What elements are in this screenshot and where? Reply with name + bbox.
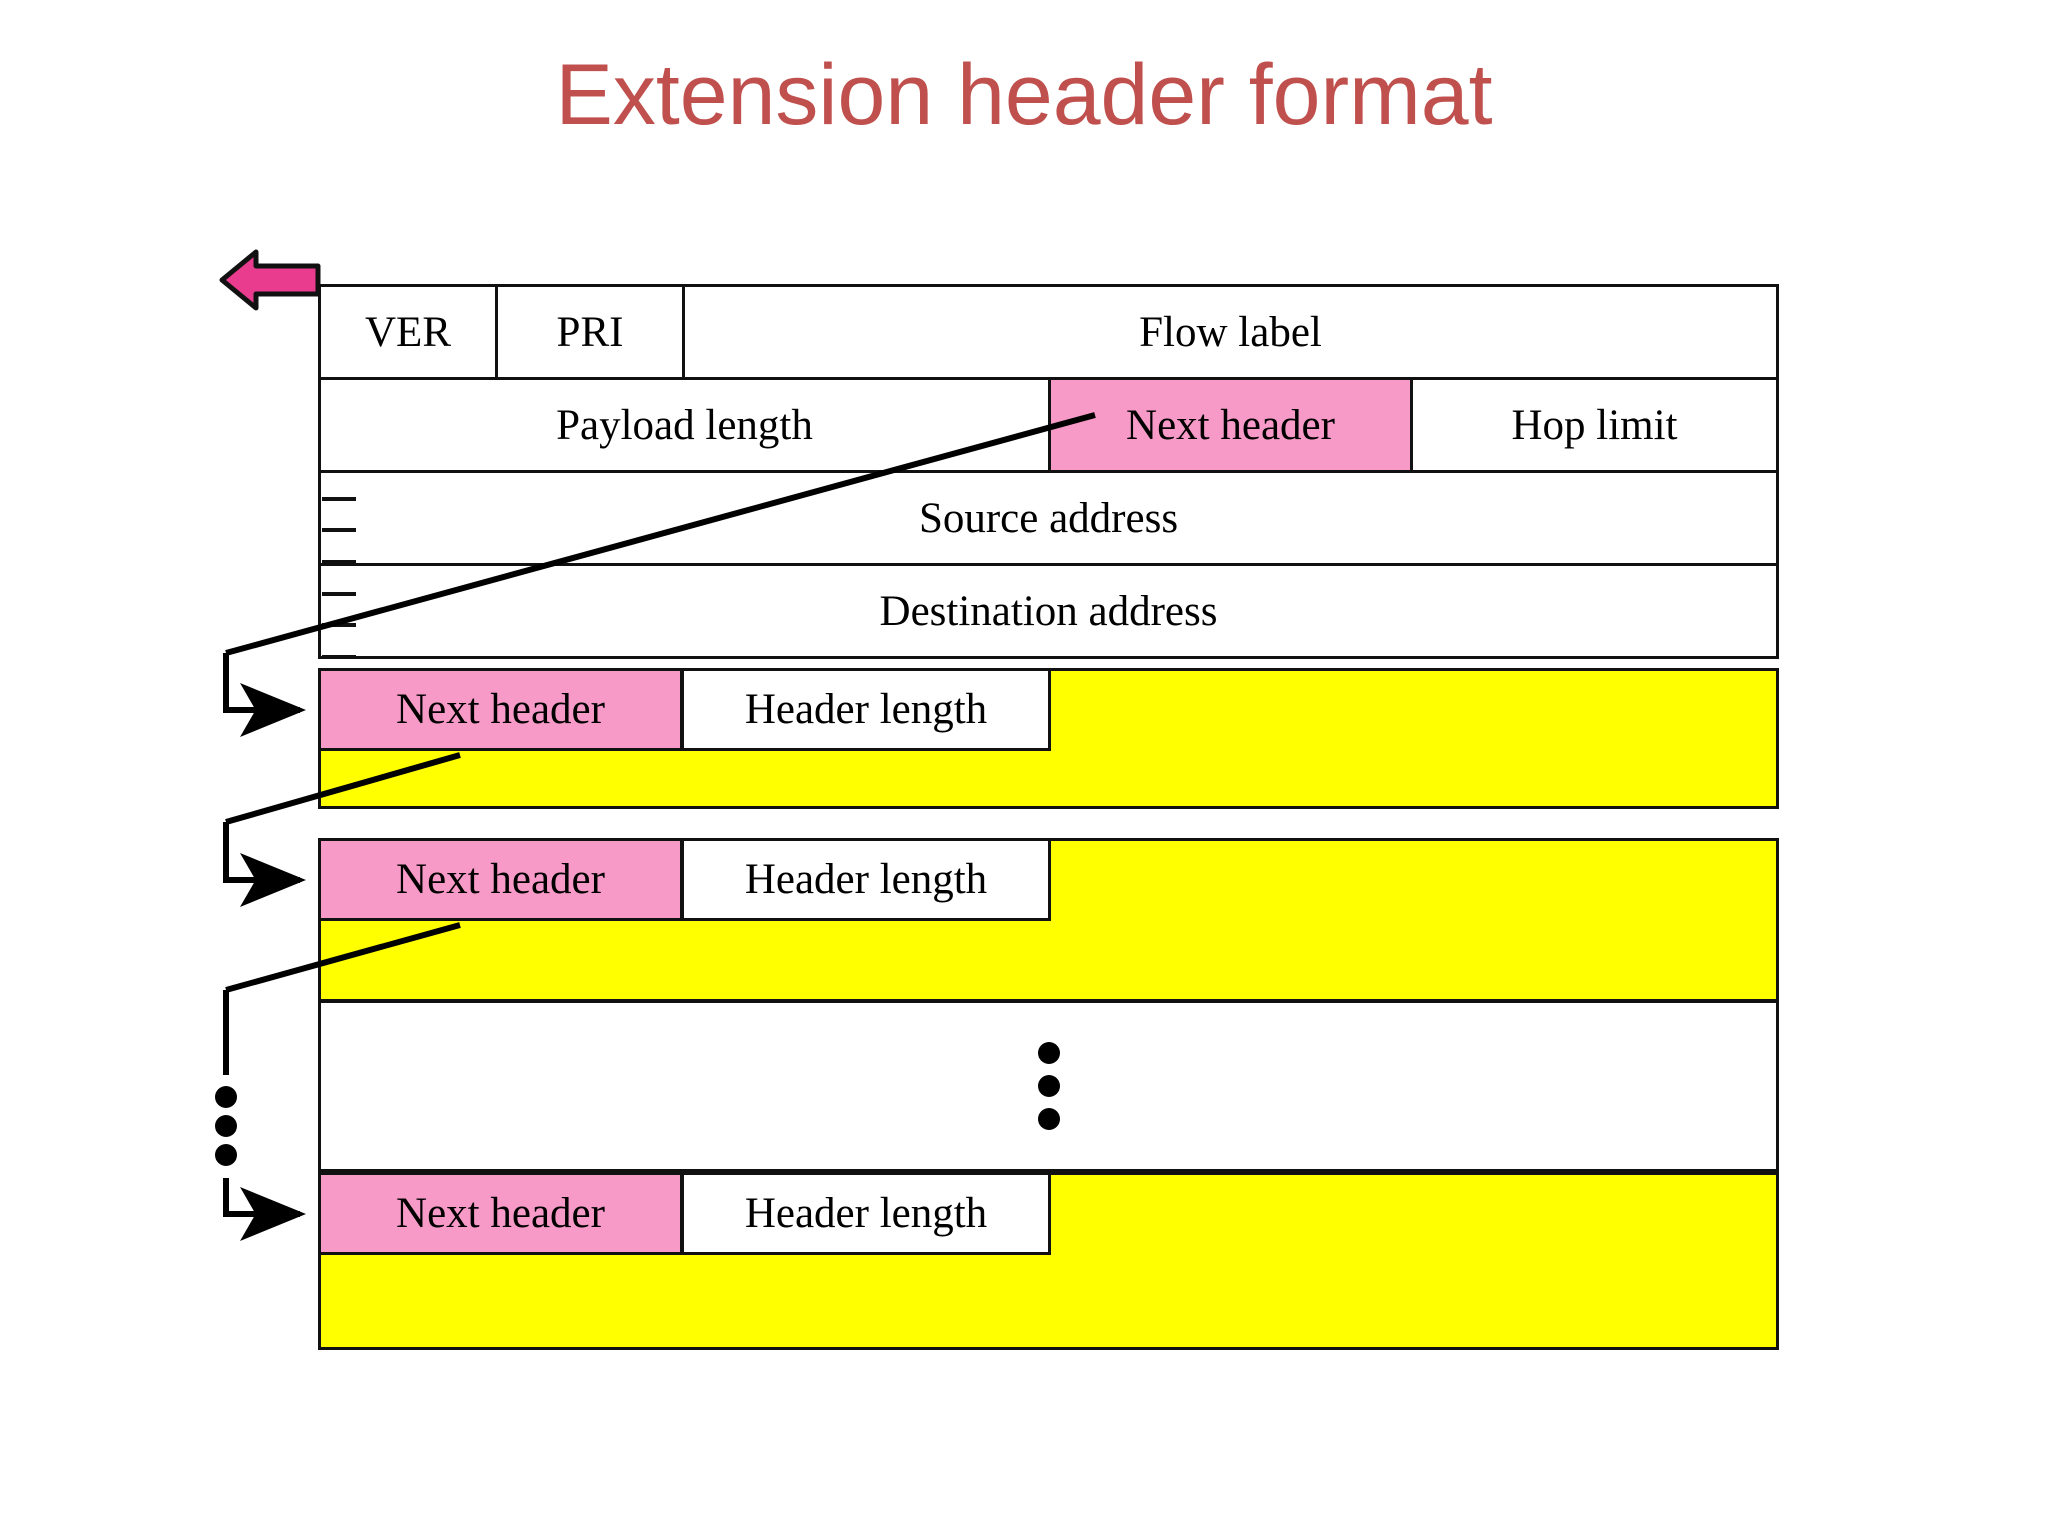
- cell-flow-label: Flow label: [682, 284, 1779, 380]
- extension-header-2-next-header: Next header: [318, 838, 683, 921]
- cell-destination-address: Destination address: [318, 563, 1779, 659]
- source-address-tick-2: [322, 528, 356, 532]
- cell-source-address: Source address: [318, 470, 1779, 566]
- packet-direction-arrow: [219, 249, 321, 311]
- cell-next-header-base: Next header: [1048, 377, 1413, 473]
- cell-ver: VER: [318, 284, 498, 380]
- cell-hop-limit: Hop limit: [1410, 377, 1779, 473]
- cell-pri: PRI: [495, 284, 685, 380]
- cell-payload-length: Payload length: [318, 377, 1051, 473]
- page-title: Extension header format: [555, 47, 1493, 143]
- left-chain-dot-1: [215, 1086, 237, 1108]
- ellipsis-row: [318, 1000, 1779, 1172]
- extension-header-2-header-length: Header length: [681, 838, 1051, 921]
- extension-header-1-next-header: Next header: [318, 668, 683, 751]
- destination-address-tick-3: [322, 655, 356, 659]
- destination-address-tick-1: [322, 592, 356, 596]
- extension-header-1-header-length: Header length: [681, 668, 1051, 751]
- destination-address-tick-2: [322, 623, 356, 627]
- extension-header-last-header-length: Header length: [681, 1172, 1051, 1255]
- left-chain-dot-2: [215, 1115, 237, 1137]
- left-chain-dot-3: [215, 1144, 237, 1166]
- source-address-tick-1: [322, 497, 356, 501]
- extension-header-last-next-header: Next header: [318, 1172, 683, 1255]
